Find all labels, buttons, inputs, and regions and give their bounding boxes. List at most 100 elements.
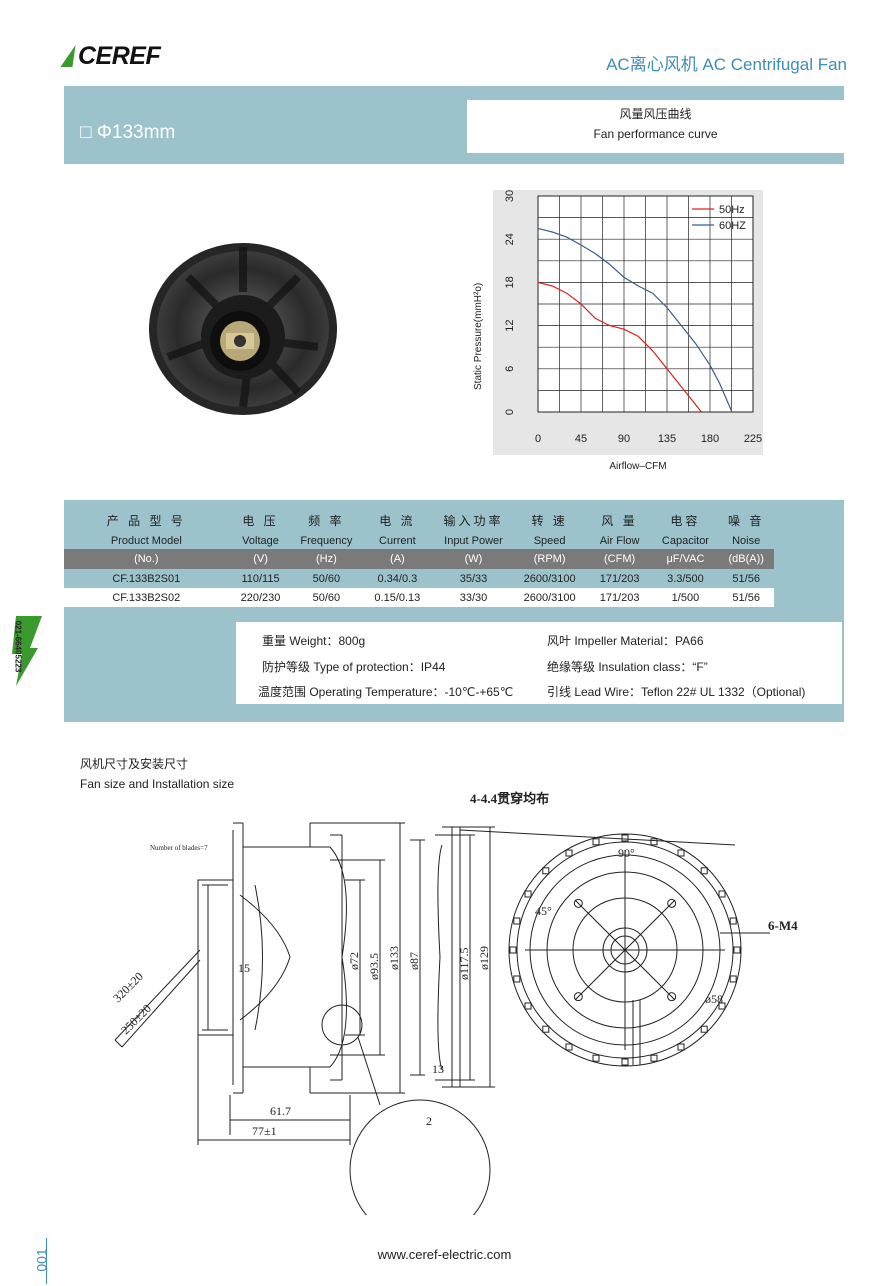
series-line-50hz <box>537 281 702 413</box>
properties-box: 重量 Weight：800g 防护等级 Type of protection：I… <box>236 622 842 704</box>
unit-cell: μF/VAC <box>652 549 719 569</box>
screw-note: 6-M4 <box>768 918 798 933</box>
data-cell: CF.133B2S01 <box>64 569 229 588</box>
series-line-60hz <box>537 227 733 413</box>
insulation-text: 绝缘等级 Insulation class：“F” <box>547 660 708 674</box>
ring-slot <box>524 890 532 898</box>
ring-slot <box>592 838 600 846</box>
side-bolt-icon <box>12 616 42 686</box>
phone-number: 021-66405223 <box>13 620 23 673</box>
header-en-cell: Product Model <box>110 534 182 547</box>
bolt-icon <box>60 45 80 67</box>
header-cn-cell: 输入功率 <box>443 513 504 528</box>
ring-slot <box>677 1043 685 1051</box>
dim-d117-5: ø117.5 <box>457 947 471 980</box>
unit-cell: (A) <box>360 549 435 569</box>
angle-45: 45° <box>535 904 552 918</box>
header-en-cell: Air Flow <box>599 534 640 547</box>
dim-d58: ø58 <box>705 992 723 1006</box>
protection-text: 防护等级 Type of protection：IP44 <box>262 660 446 674</box>
chart-grid <box>538 196 753 412</box>
x-axis-label: Airflow–CFM <box>609 461 666 472</box>
data-cell: 33/30 <box>434 588 513 607</box>
dim-13: 13 <box>432 1062 444 1076</box>
mount-hole <box>573 898 583 908</box>
mount-hole <box>667 898 677 908</box>
page-number: 001 <box>33 1248 50 1272</box>
unit-cell: (No.) <box>64 549 229 569</box>
ring-slot <box>565 1043 573 1051</box>
header-cn-cell: 产 品 型 号 <box>106 513 186 528</box>
dim-15: 15 <box>238 961 250 975</box>
chart-legend: 50Hz 60HZ <box>692 204 746 232</box>
data-cell: 3.3/500 <box>652 569 719 588</box>
ring-slot <box>650 1054 658 1062</box>
data-cell: 0.34/0.3 <box>360 569 435 588</box>
x-tick-label: 135 <box>658 433 676 445</box>
data-cell: 51/56 <box>718 588 774 607</box>
x-tick-label: 0 <box>535 433 541 445</box>
header-cn-cell: 转 速 <box>531 513 568 528</box>
impeller-text: 风叶 Impeller Material：PA66 <box>547 634 704 648</box>
ring-slot <box>650 838 658 846</box>
holes-note: 4-4.4贯穿均布 <box>470 791 549 806</box>
page-number-rule <box>46 1238 47 1284</box>
header-row-cn: 产 品 型 号电 压频 率电 流输入功率转 速风 量电容噪 音 <box>64 508 774 532</box>
dim-d133: ø133 <box>387 946 401 970</box>
ring-slot <box>700 867 708 875</box>
weight-text: 重量 Weight：800g <box>262 634 366 648</box>
curve-title-box: 风量风压曲线 Fan performance curve <box>467 100 844 153</box>
footer-url[interactable]: www.ceref-electric.com <box>377 1247 512 1262</box>
blades-note: Number of blades=7 <box>150 844 208 852</box>
data-cell: 50/60 <box>292 588 361 607</box>
ring-slot <box>729 975 737 983</box>
ring-slot <box>524 1002 532 1010</box>
curve-title-cn: 风量风压曲线 <box>619 107 692 121</box>
angle-90: 90° <box>618 846 635 860</box>
dim-2: 2 <box>426 1114 432 1128</box>
title-band: □ Φ133mm 风量风压曲线 Fan performance curve <box>64 86 844 164</box>
x-tick-label: 180 <box>701 433 719 445</box>
y-tick-label: 30 <box>504 190 516 202</box>
dimension-title-en: Fan size and Installation size <box>80 777 235 791</box>
brand-logo: CEREF <box>60 42 161 71</box>
lead-wire-text: 引线 Lead Wire：Teflon 22# UL 1332（Optional… <box>547 685 806 699</box>
chart-series <box>537 227 733 413</box>
unit-row: (No.)(V)(Hz)(A)(W)(RPM)(CFM)μF/VAC(dB(A)… <box>64 549 774 569</box>
ring-slot <box>621 1058 629 1066</box>
unit-cell: (dB(A)) <box>718 549 774 569</box>
y-tick-label: 12 <box>504 319 516 331</box>
mount-hole <box>667 992 677 1002</box>
ring-slot <box>621 834 629 842</box>
data-cell: 1/500 <box>652 588 719 607</box>
data-cell: 2600/3100 <box>512 588 587 607</box>
data-cell: 171/203 <box>586 588 653 607</box>
unit-cell: (W) <box>434 549 513 569</box>
data-cell: 220/230 <box>228 588 293 607</box>
ring-slot <box>733 946 741 954</box>
header-en-cell: Capacitor <box>661 534 709 547</box>
header-en-cell: Voltage <box>242 534 279 547</box>
legend-60hz: 60HZ <box>719 220 746 232</box>
y-axis-label: Static Pressure(mmH²o) <box>473 283 484 390</box>
y-tick-label: 0 <box>504 409 516 415</box>
unit-cell: (Hz) <box>292 549 361 569</box>
side-phone-tab: 021-66405223 <box>8 616 42 686</box>
x-tick-label: 45 <box>575 433 587 445</box>
unit-cell: (RPM) <box>512 549 587 569</box>
dimension-drawing: Number of blades=7 4-4.4贯穿均布 6-M4 ø72 ø9… <box>110 791 798 1215</box>
dim-d87: ø87 <box>407 952 421 970</box>
data-cell: 110/115 <box>228 569 293 588</box>
logo-text: CEREF <box>78 42 161 70</box>
unit-cell: (CFM) <box>586 549 653 569</box>
header-en-cell: Input Power <box>444 534 503 547</box>
data-cell: CF.133B2S02 <box>64 588 229 607</box>
spec-table: 产 品 型 号电 压频 率电 流输入功率转 速风 量电容噪 音 Product … <box>64 508 774 607</box>
header-en-cell: Frequency <box>300 534 353 547</box>
ring-slot <box>592 1054 600 1062</box>
ring-slot <box>718 890 726 898</box>
dim-d72: ø72 <box>347 952 361 970</box>
ring-slot <box>677 849 685 857</box>
